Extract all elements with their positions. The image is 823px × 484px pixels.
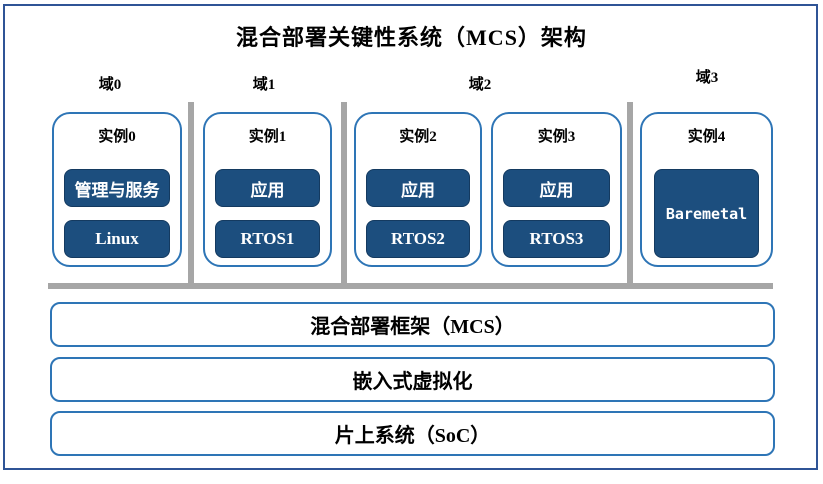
instance-box-0: 实例0 管理与服务 Linux [52, 112, 182, 267]
instance-label-2: 实例2 [399, 129, 437, 145]
instance-box-2: 实例2 应用 RTOS2 [354, 112, 482, 267]
instance-label-4: 实例4 [687, 129, 726, 145]
layer-soc: 片上系统（SoC） [50, 411, 775, 456]
layer-embedded-virtualization: 嵌入式虚拟化 [50, 357, 775, 402]
component-rtos1: RTOS1 [215, 220, 320, 258]
domain-label-3: 域3 [695, 70, 719, 86]
instance-box-3: 实例3 应用 RTOS3 [491, 112, 622, 267]
instance-label-1: 实例1 [248, 129, 287, 145]
component-baremetal: Baremetal [654, 169, 759, 258]
domain-divider-0-1 [188, 102, 194, 288]
instance-box-4: 实例4 Baremetal [640, 112, 773, 267]
domain-divider-1-2 [341, 102, 347, 288]
instance-label-3: 实例3 [537, 129, 576, 145]
component-app-2: 应用 [366, 169, 470, 207]
domain-label-0: 域0 [98, 77, 122, 93]
instances-layers-divider [48, 283, 773, 289]
layer-mcs-framework: 混合部署框架（MCS） [50, 302, 775, 347]
domain-divider-2-3 [627, 102, 633, 288]
domain-label-2: 域2 [468, 77, 492, 93]
diagram-title: 混合部署关键性系统（MCS）架构 [236, 25, 587, 50]
instance-label-0: 实例0 [98, 129, 136, 145]
component-app-1: 应用 [215, 169, 320, 207]
domain-label-1: 域1 [252, 77, 276, 93]
component-rtos2: RTOS2 [366, 220, 470, 258]
component-management-services: 管理与服务 [64, 169, 170, 207]
instance-box-1: 实例1 应用 RTOS1 [203, 112, 332, 267]
component-linux: Linux [64, 220, 170, 258]
component-app-3: 应用 [503, 169, 610, 207]
component-rtos3: RTOS3 [503, 220, 610, 258]
diagram-frame [3, 4, 818, 470]
